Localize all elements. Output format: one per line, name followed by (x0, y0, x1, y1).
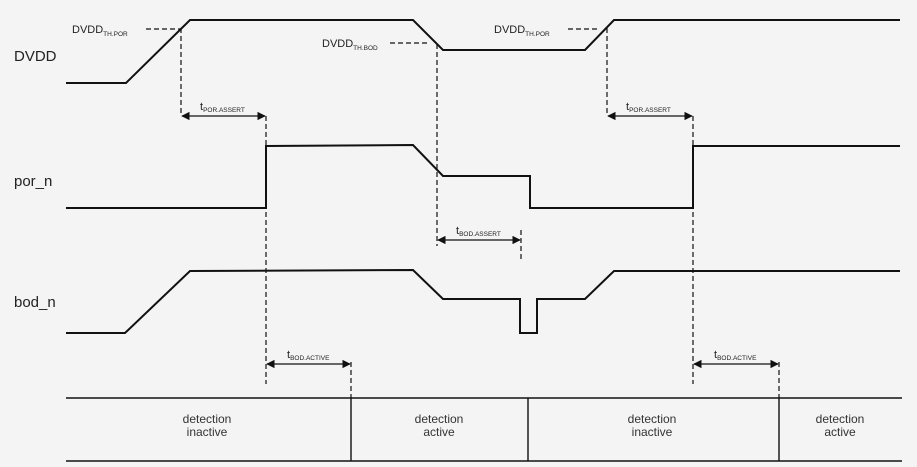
state-detection-inactive-1: detection inactive (183, 412, 232, 439)
por-n-waveform (66, 143, 900, 209)
state-detection-inactive-2: detection inactive (628, 412, 677, 439)
bod-n-label: bod_n (14, 294, 56, 311)
timing-t-por-assert-1: tPOR.ASSERT (181, 101, 266, 121)
timing-t-bod-active-2: tBOD.ACTIVE (693, 349, 779, 369)
threshold-dvdd-th-por-2: DVDDTH.POR (494, 24, 600, 38)
timing-t-bod-active-1: tBOD.ACTIVE (266, 349, 351, 369)
state-detection-active-2: detection active (816, 412, 865, 439)
threshold-label: DVDDTH.BOD (322, 38, 378, 52)
state-line1: detection (183, 412, 232, 426)
timing-label: tPOR.ASSERT (626, 101, 671, 114)
threshold-label: DVDDTH.POR (72, 24, 128, 38)
state-line2: active (824, 425, 856, 439)
threshold-label: DVDDTH.POR (494, 24, 550, 38)
timing-label: tPOR.ASSERT (200, 101, 245, 114)
state-line2: active (423, 425, 455, 439)
timing-t-por-assert-2: tPOR.ASSERT (607, 101, 693, 121)
dvdd-waveform (66, 19, 900, 84)
state-line1: detection (628, 412, 677, 426)
bod-n-waveform (66, 268, 900, 334)
state-line2: inactive (187, 425, 228, 439)
dvdd-label: DVDD (14, 48, 57, 65)
timing-label: tBOD.ACTIVE (287, 349, 330, 362)
state-line1: detection (816, 412, 865, 426)
threshold-dvdd-th-bod: DVDDTH.BOD (322, 38, 430, 52)
timing-label: tBOD.ASSERT (456, 225, 501, 238)
timing-label: tBOD.ACTIVE (714, 349, 757, 362)
por-n-label: por_n (14, 173, 52, 190)
threshold-dvdd-th-por-1: DVDDTH.POR (72, 24, 180, 38)
timing-t-bod-assert: tBOD.ASSERT (437, 225, 521, 245)
state-detection-active-1: detection active (415, 412, 464, 439)
state-line1: detection (415, 412, 464, 426)
state-line2: inactive (632, 425, 673, 439)
